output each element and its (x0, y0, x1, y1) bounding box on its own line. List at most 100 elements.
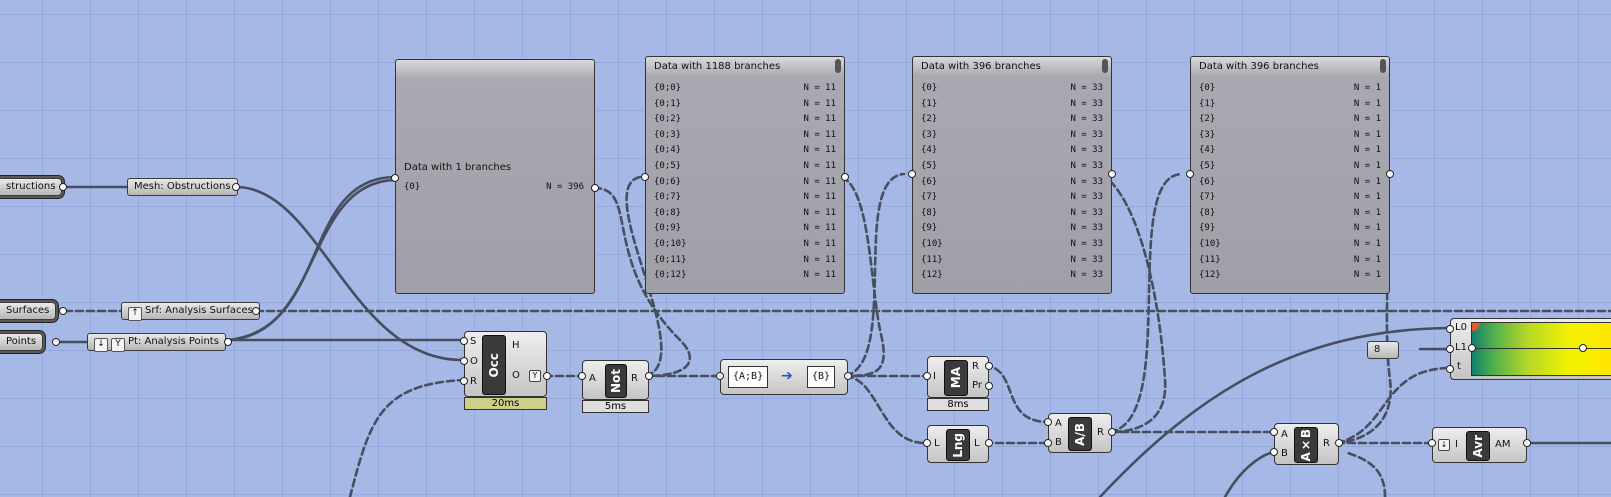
panel2-row-count: N = 11 (803, 98, 836, 109)
mesh-obstructions-param[interactable]: Mesh: Obstructions (127, 178, 238, 196)
list-length-component[interactable]: L Lng L (927, 425, 989, 463)
panel2-input-grip[interactable] (641, 173, 649, 181)
panel2-row: {0;12}N = 11 (654, 268, 836, 284)
grad-input-t: t (1457, 361, 1461, 372)
mul-core-label: A×B (1299, 428, 1313, 462)
path-mapper-component[interactable]: {A;B} ➔ {B} (720, 359, 848, 395)
occ-grip-r[interactable] (460, 377, 468, 385)
not-output-r: R (631, 373, 638, 384)
wire-mul-down-dashed (1343, 450, 1387, 497)
occ-grip-o[interactable] (460, 357, 468, 365)
occlusion-component[interactable]: S O R Occ H O Y (464, 331, 547, 397)
panel2-row-count: N = 11 (803, 223, 836, 234)
panel-data-1-branch[interactable]: Data with 1 branches {0} N = 396 (395, 59, 595, 294)
wire-panel1-to-panel2 (592, 186, 692, 378)
panel2-scrollbar[interactable] (835, 59, 841, 73)
average-component[interactable]: ↓ I Avr AM (1432, 427, 1527, 463)
ma-output-pr-grip[interactable] (985, 382, 993, 390)
panel2-row: {0;10}N = 11 (654, 237, 836, 253)
not-output-grip[interactable] (645, 372, 653, 380)
ma-output-r-grip[interactable] (985, 362, 993, 370)
panel3-output-grip[interactable] (1108, 170, 1116, 178)
panel2-row-count: N = 11 (803, 129, 836, 140)
panel1-input-grip[interactable] (391, 174, 399, 182)
panel3-scrollbar[interactable] (1102, 59, 1108, 73)
avr-output-grip[interactable] (1523, 439, 1531, 447)
panel1-row: {0} N = 396 (404, 182, 584, 192)
mul-input-b-grip[interactable] (1270, 448, 1278, 456)
panel4-row-path: {0} (1199, 83, 1216, 93)
avr-input-grip[interactable] (1428, 439, 1436, 447)
panel3-row: {0}N = 33 (921, 81, 1103, 97)
gradient-start-handle[interactable] (1468, 344, 1476, 352)
panel1-output-grip[interactable] (591, 184, 599, 192)
mul-output-grip[interactable] (1335, 439, 1343, 447)
panel4-row-path: {8} (1199, 207, 1216, 218)
surfaces-input-param[interactable]: Surfaces (0, 302, 57, 320)
obstructions-output-grip[interactable] (59, 183, 67, 191)
multiplication-component[interactable]: A B A×B R (1274, 423, 1339, 465)
ma-input-grip[interactable] (923, 372, 931, 380)
occ-core: Occ (482, 335, 506, 395)
srf-analysis-grip[interactable] (252, 307, 260, 315)
occ-output-grip[interactable] (543, 372, 551, 380)
srf-analysis-param[interactable]: ↑Srf: Analysis Surfaces (121, 302, 260, 321)
grad-l0-grip[interactable] (1446, 325, 1454, 333)
grad-t-grip[interactable] (1446, 365, 1454, 373)
mul-input-a-grip[interactable] (1270, 428, 1278, 436)
surfaces-output-grip[interactable] (59, 307, 67, 315)
panel4-row-count: N = 1 (1353, 207, 1381, 218)
gradient-preview[interactable] (1468, 322, 1611, 376)
graft-funnel-icon[interactable]: Y (529, 370, 541, 382)
panel2-row-path: {0;5} (654, 160, 682, 171)
path-mapper-output-grip[interactable] (844, 372, 852, 380)
points-input-param[interactable]: Points (0, 333, 44, 351)
surfaces-input-label: Surfaces (6, 305, 50, 316)
path-mapper-input-grip[interactable] (716, 372, 724, 380)
lng-core-label: Lng (951, 432, 965, 458)
panel4-row: {6}N = 1 (1199, 175, 1381, 191)
panel-data-396-branches-a[interactable]: Data with 396 branches {0}N = 33{1}N = 3… (912, 56, 1112, 294)
panel3-input-grip[interactable] (908, 170, 916, 178)
div-output-grip[interactable] (1108, 428, 1116, 436)
lng-output-grip[interactable] (985, 439, 993, 447)
panel3-row-count: N = 33 (1070, 192, 1103, 203)
div-input-a-grip[interactable] (1044, 418, 1052, 426)
panel4-row: {5}N = 1 (1199, 159, 1381, 175)
not-input-grip[interactable] (578, 372, 586, 380)
panel4-input-grip[interactable] (1186, 170, 1194, 178)
panel2-row: {0;9}N = 11 (654, 221, 836, 237)
panel2-row-count: N = 11 (803, 207, 836, 218)
gradient-end-handle[interactable] (1579, 344, 1587, 352)
panel3-row-count: N = 33 (1070, 176, 1103, 187)
ma-output-pr: Pr (972, 380, 982, 391)
panel3-row-count: N = 33 (1070, 98, 1103, 109)
panel4-row-count: N = 1 (1353, 223, 1381, 234)
div-core: A/B (1068, 417, 1092, 451)
not-component[interactable]: A Not R (582, 360, 649, 400)
obstructions-input-param[interactable]: structions (0, 178, 63, 196)
div-input-b-grip[interactable] (1044, 439, 1052, 447)
mass-addition-component[interactable]: I MA R Pr (927, 356, 989, 398)
flatten-arrow-icon[interactable]: ↓ (1438, 439, 1450, 451)
grad-l1-grip[interactable] (1446, 345, 1454, 353)
lng-input-l: L (934, 438, 940, 449)
panel2-output-grip[interactable] (841, 173, 849, 181)
occ-grip-s[interactable] (460, 337, 468, 345)
pt-analysis-grip[interactable] (224, 338, 232, 346)
upload-arrow-icon: ↑ (128, 307, 142, 321)
number-slider-value[interactable]: 8 (1367, 341, 1399, 359)
points-output-grip[interactable] (52, 338, 60, 346)
lng-input-grip[interactable] (923, 439, 931, 447)
mul-input-a: A (1281, 429, 1288, 440)
gradient-component[interactable]: L0 L1 t (1450, 318, 1611, 380)
division-component[interactable]: A B A/B R (1048, 413, 1112, 453)
panel2-row-path: {0;11} (654, 254, 687, 265)
panel4-scrollbar[interactable] (1380, 59, 1386, 73)
panel4-output-grip[interactable] (1386, 170, 1394, 178)
mesh-obstructions-grip[interactable] (232, 183, 240, 191)
panel-data-396-branches-b[interactable]: Data with 396 branches {0}N = 1{1}N = 1{… (1190, 56, 1390, 294)
panel-data-1188-branches[interactable]: Data with 1188 branches {0;0}N = 11{0;1}… (645, 56, 845, 294)
div-input-b: B (1055, 437, 1062, 448)
